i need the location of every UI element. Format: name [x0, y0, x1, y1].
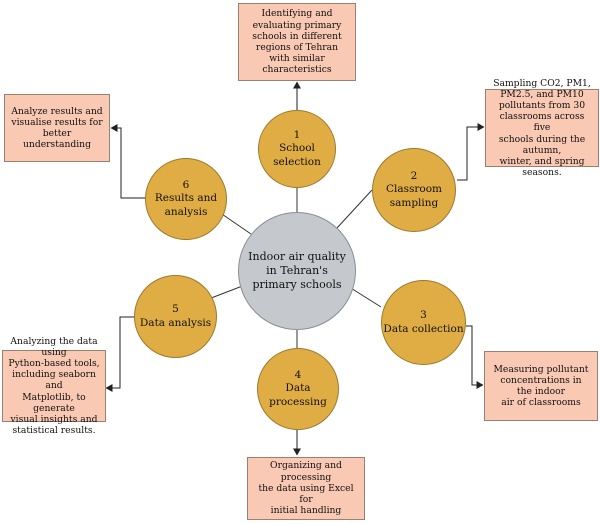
spoke-2	[336, 189, 373, 229]
step-title-4: Data processing	[269, 382, 327, 408]
step-number-3: 3	[420, 309, 427, 322]
step-description-6: Analyze results and visualise results fo…	[4, 94, 110, 162]
step-title-3: Data collection	[383, 322, 464, 335]
step-description-4: Organizing and processing the data using…	[247, 457, 365, 520]
step-node-2: 2 Classroom sampling	[372, 148, 456, 232]
step-description-text-4: Organizing and processing the data using…	[258, 460, 354, 517]
arrow-5	[105, 316, 136, 392]
step-description-text-6: Analyze results and visualise results fo…	[11, 105, 103, 151]
step-title-2: Classroom sampling	[385, 183, 443, 209]
step-number-4: 4	[294, 369, 302, 382]
step-number-2: 2	[410, 170, 418, 183]
arrow-2	[457, 123, 485, 181]
center-topic: Indoor air quality in Tehran's primary s…	[238, 212, 356, 330]
step-title-5: Data analysis	[139, 316, 212, 329]
center-label: Indoor air quality in Tehran's primary s…	[248, 250, 346, 291]
step-title-6: Results and analysis	[154, 192, 218, 218]
step-node-1: 1 School selection	[258, 110, 336, 188]
step-description-text-5: Analyzing the data using Python-based to…	[8, 335, 100, 437]
step-node-6: 6 Results and analysis	[145, 158, 227, 240]
arrow-3	[466, 325, 484, 389]
step-description-5: Analyzing the data using Python-based to…	[2, 336, 106, 436]
step-number-1: 1	[293, 129, 301, 142]
step-number-5: 5	[172, 303, 179, 316]
step-node-3: 3 Data collection	[381, 280, 466, 365]
step-title-1: School selection	[273, 142, 321, 168]
step-description-text-2: Sampling CO2, PM1, PM2.5, and PM10 pollu…	[493, 77, 591, 179]
step-node-5: 5 Data analysis	[134, 275, 217, 358]
step-description-1: Identifying and evaluating primary schoo…	[238, 3, 356, 81]
arrows	[105, 81, 485, 456]
step-description-text-1: Identifying and evaluating primary schoo…	[252, 8, 342, 76]
step-description-3: Measuring pollutant concentrations in th…	[484, 351, 598, 421]
step-node-4: 4 Data processing	[257, 348, 339, 430]
step-number-6: 6	[182, 179, 190, 192]
step-description-text-3: Measuring pollutant concentrations in th…	[493, 363, 589, 409]
arrow-6	[110, 124, 146, 199]
step-description-2: Sampling CO2, PM1, PM2.5, and PM10 pollu…	[485, 78, 599, 178]
